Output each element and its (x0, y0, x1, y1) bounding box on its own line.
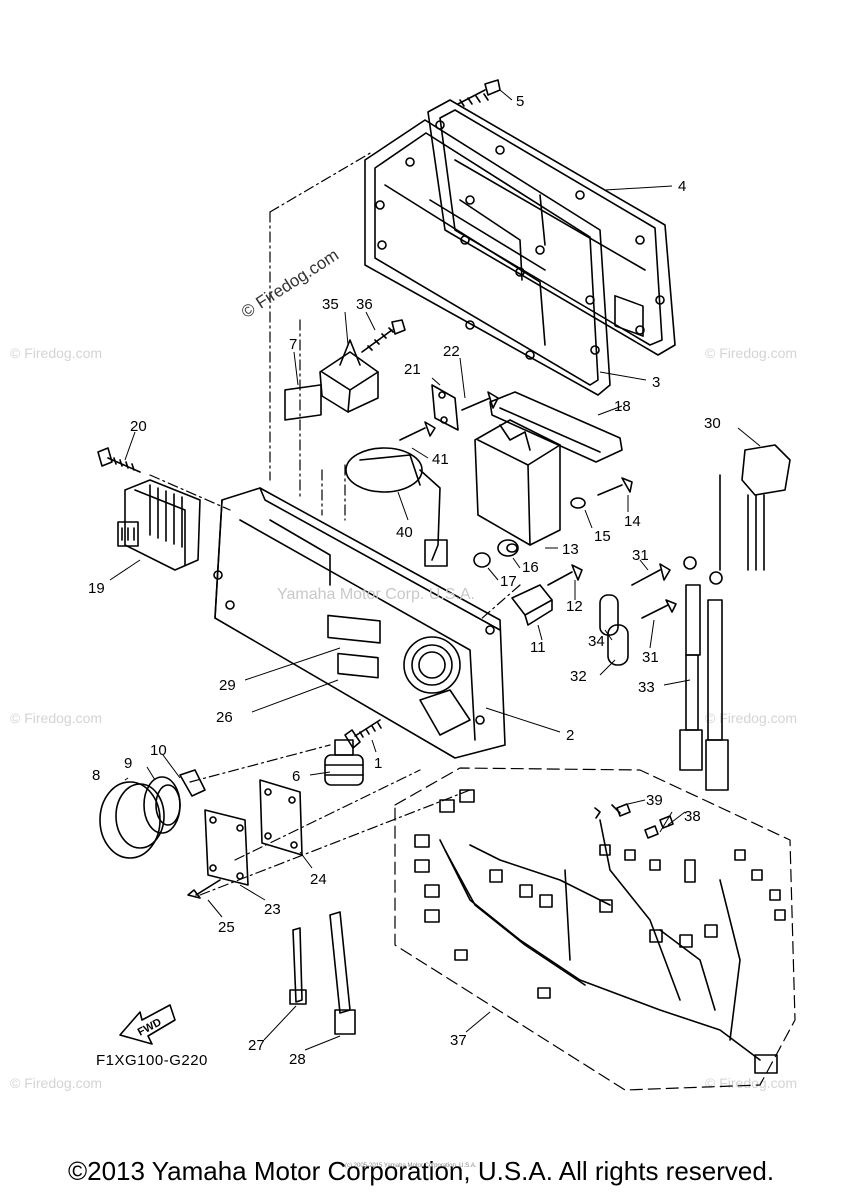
part-label: 9 (124, 755, 132, 772)
ecu-13 (474, 419, 561, 546)
bolt-31 (631, 563, 671, 586)
part-label: 23 (264, 901, 281, 918)
screw-36 (361, 319, 406, 353)
cable-33 (679, 556, 729, 791)
washer-15 (570, 497, 586, 509)
part-label: 11 (530, 639, 546, 656)
part-label: 32 (570, 668, 587, 685)
collar-17 (473, 552, 491, 568)
watermark: © Firedog.com (705, 710, 798, 726)
clip-39 (616, 803, 631, 817)
part-label: 26 (216, 709, 233, 726)
part-label: 2 (566, 727, 574, 744)
copyright-notice: ©2013 Yamaha Motor Corporation, U.S.A. A… (67, 1156, 775, 1186)
part-label: 12 (566, 598, 583, 615)
part-label: 34 (588, 633, 605, 650)
cover-4 (427, 99, 676, 356)
part-label: 19 (88, 580, 105, 597)
part-label: 8 (92, 767, 100, 784)
clip-38 (644, 815, 674, 839)
part-label: 24 (310, 871, 327, 888)
bolt-31b (641, 599, 677, 619)
screw-25 (187, 879, 221, 899)
screw-22 (461, 391, 499, 411)
assembly-lines (149, 151, 521, 896)
watermark: © Firedog.com (10, 710, 103, 726)
leader-lines (109, 89, 761, 1051)
part-label: 3 (652, 374, 660, 391)
part-label: 41 (432, 451, 449, 468)
gasket-3 (364, 119, 611, 396)
part-labels: 1 2 3 4 5 6 8 9 10 11 12 13 14 15 16 17 … (88, 93, 721, 1068)
part-label: 35 (322, 296, 339, 313)
part-label: 38 (684, 808, 701, 825)
watermark: © Firedog.com (705, 1075, 798, 1091)
grommet-16 (497, 539, 519, 557)
center-watermark: Yamaha Motor Corp. U.S.A. (277, 586, 475, 603)
screw-5 (457, 79, 501, 107)
bracket-21 (431, 384, 459, 431)
part-label: 37 (450, 1032, 467, 1049)
part-label: 5 (516, 93, 524, 110)
cap-8 (99, 781, 165, 859)
part-label: 7 (289, 336, 297, 353)
fwd-arrow (119, 1004, 176, 1045)
bracket-11 (511, 584, 553, 626)
bolt-1 (344, 719, 382, 749)
rectifier-19 (117, 479, 201, 571)
cap-32 (607, 624, 629, 666)
part-label: 1 (374, 755, 382, 772)
screw-14 (597, 477, 633, 496)
drawing-code: F1XG100-G220 (96, 1052, 208, 1069)
part-label: 6 (292, 768, 300, 785)
wire-harness-37 (394, 767, 796, 1091)
screw-41 (399, 421, 436, 441)
part-label: 36 (356, 296, 373, 313)
plate-23 (204, 809, 249, 886)
part-label: 13 (562, 541, 579, 558)
tray-18 (489, 391, 623, 463)
part-label: 15 (594, 528, 611, 545)
electrical-box-2 (213, 487, 506, 759)
watermark: © Firedog.com (705, 345, 798, 361)
part-label: 16 (522, 559, 539, 576)
part-label: 28 (289, 1051, 306, 1068)
screw-20 (97, 447, 141, 473)
part-label: 20 (130, 418, 147, 435)
relay-35 (319, 339, 379, 413)
part-label: 31 (632, 547, 649, 564)
part-label: 4 (678, 178, 686, 195)
sensor-40 (345, 447, 448, 567)
screw-12 (547, 564, 583, 586)
cable-tie-27 (289, 927, 307, 1005)
part-label: 33 (638, 679, 655, 696)
part-label: 40 (396, 524, 413, 541)
part-label: 14 (624, 513, 641, 530)
watermark: © Firedog.com (10, 1075, 103, 1091)
coupler-30 (719, 444, 791, 571)
part-label: 30 (704, 415, 721, 432)
small-print: (c) 2005-2015 Yamaha Motor Corporation, … (345, 1163, 477, 1169)
part-label: 22 (443, 343, 460, 360)
part-label: 29 (219, 677, 236, 694)
part-label: 39 (646, 792, 663, 809)
grommet-6 (324, 739, 364, 786)
cable-tie-28 (329, 911, 356, 1035)
part-label: 27 (248, 1037, 265, 1054)
part-label: 18 (614, 398, 631, 415)
plate-7 (284, 384, 322, 421)
part-label: 25 (218, 919, 235, 936)
part-label: 31 (642, 649, 659, 666)
ring-9 (143, 776, 181, 834)
part-label: 10 (150, 742, 167, 759)
part-label: 17 (500, 573, 517, 590)
plate-24 (259, 779, 303, 856)
clip-10 (179, 769, 206, 797)
part-label: 21 (404, 361, 421, 378)
watermark: © Firedog.com (10, 345, 103, 361)
